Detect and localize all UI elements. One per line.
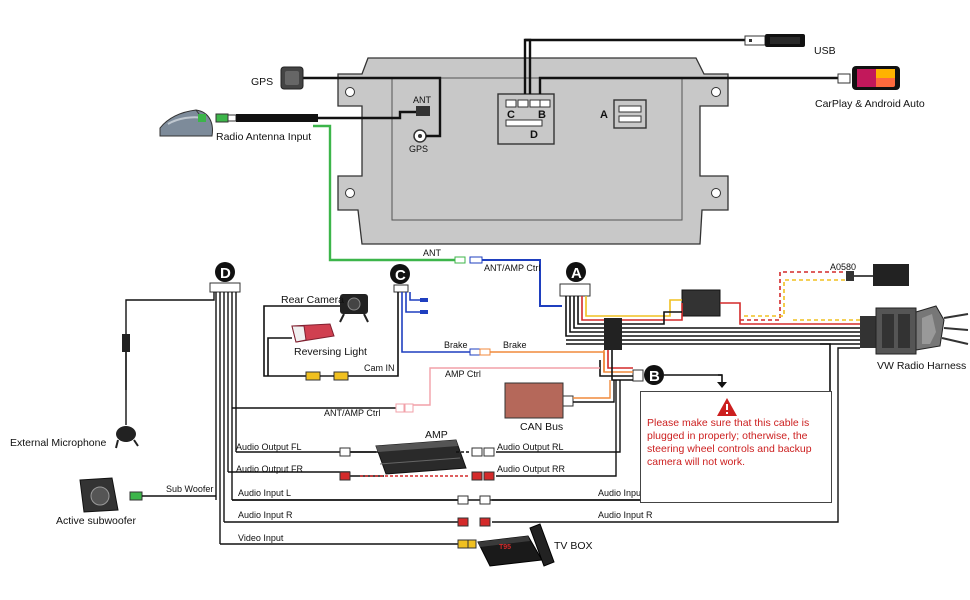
amp-unit <box>375 439 467 475</box>
warning-icon <box>717 398 737 416</box>
rr-rca-1 <box>471 471 483 481</box>
amp-ctrl-wire <box>232 367 600 409</box>
cam-in-label: Cam IN <box>364 363 395 373</box>
rl-rca-2 <box>483 447 495 457</box>
connector-a: A <box>559 262 591 297</box>
in-l-rca-1 <box>457 495 469 505</box>
external-mic-label: External Microphone <box>10 437 106 449</box>
fuse-box <box>660 289 860 325</box>
tv-box-logo: T95 <box>499 544 511 551</box>
carplay-label: CarPlay & Android Auto <box>815 98 925 110</box>
phone-icon <box>837 66 900 90</box>
tv-box-label: TV BOX <box>554 540 593 552</box>
ant-amp-ctrl-label: ANT/AMP Ctrl <box>484 263 540 273</box>
connector-d: D <box>209 262 241 293</box>
gps-module <box>280 66 304 90</box>
a0580-wires <box>740 271 860 321</box>
c-pin-1 <box>420 298 428 302</box>
reversing-light-label: Reversing Light <box>294 346 367 358</box>
splice-a <box>604 318 622 350</box>
usb-label: USB <box>814 45 836 57</box>
rear-camera-label: Rear Camera <box>281 294 344 306</box>
audio-out-fr-label: Audio Output FR <box>236 464 304 474</box>
c-pin-2 <box>420 310 428 314</box>
video-rca-2 <box>467 539 477 549</box>
amp-label: AMP <box>425 429 448 441</box>
rl-rca-1 <box>471 447 483 457</box>
audio-out-fl-label: Audio Output FL <box>236 442 302 452</box>
amp-ctrl-connector-1 <box>395 403 405 413</box>
can-bus-box <box>504 380 615 419</box>
port-c-label: C <box>507 109 515 121</box>
warning-box: Please make sure that this cable is plug… <box>640 391 832 503</box>
audio-out-rr-label: Audio Output RR <box>497 464 566 474</box>
brake-connector-2 <box>479 348 491 356</box>
video-rca-1 <box>457 539 469 549</box>
radio-antenna-label: Radio Antenna Input <box>216 131 311 143</box>
port-b-label: B <box>538 109 546 121</box>
ant-port <box>416 106 430 116</box>
cam-in-rca <box>305 371 349 381</box>
ant-port-label: ANT <box>413 95 432 105</box>
a0580-label: A0580 <box>830 262 856 272</box>
harness-a-bundle <box>565 296 860 345</box>
amp-ctrl-connector-2 <box>404 403 414 413</box>
a0580-module <box>846 264 909 286</box>
rear-camera <box>263 294 369 377</box>
in-l-rca-2 <box>479 495 491 505</box>
in-r-rca-2 <box>479 517 491 527</box>
ant-amp-ctrl-label-2: ANT/AMP Ctrl <box>324 408 380 418</box>
audio-in-l-label-2: Audio Input L <box>598 488 651 498</box>
port-d-label: D <box>530 129 538 141</box>
shark-fin-antenna <box>159 109 318 137</box>
head-unit: ANT GPS C B D A <box>337 57 729 245</box>
port-a <box>613 99 647 129</box>
audio-in-l-label-1: Audio Input L <box>238 488 291 498</box>
connector-c: C <box>390 264 410 293</box>
gps-label: GPS <box>251 76 273 88</box>
audio-in-r-label-2: Audio Input R <box>598 510 653 520</box>
connector-c-label: C <box>395 267 406 284</box>
video-input-label: Video Input <box>238 533 284 543</box>
rr-rca-2 <box>483 471 495 481</box>
reversing-light <box>267 323 335 376</box>
ant-amp-ctrl-wire <box>454 256 562 307</box>
in-r-rca-1 <box>457 517 469 527</box>
vw-harness <box>860 305 969 355</box>
connector-d-bundle <box>125 292 380 544</box>
brake-label-2: Brake <box>503 340 527 350</box>
fr-rca <box>339 471 351 481</box>
can-bus-label: CAN Bus <box>520 421 563 433</box>
brake-connector-1 <box>469 348 481 356</box>
connector-d-label: D <box>220 265 231 282</box>
warning-text: Please make sure that this cable is plug… <box>647 417 812 468</box>
top-cables <box>303 38 838 262</box>
audio-out-rl-label: Audio Output RL <box>497 442 564 452</box>
vw-harness-label: VW Radio Harness <box>877 360 966 372</box>
connector-a-label: A <box>571 265 582 282</box>
external-microphone <box>115 334 139 449</box>
gps-port-label: GPS <box>409 144 428 154</box>
usb-device <box>744 34 805 47</box>
amp-ctrl-label: AMP Ctrl <box>445 369 481 379</box>
audio-in-r-label-1: Audio Input R <box>238 510 293 520</box>
subwoofer-label: Active subwoofer <box>56 515 136 527</box>
audio-output-wires <box>350 380 621 477</box>
fl-rca <box>339 447 351 457</box>
brake-label-1: Brake <box>444 340 468 350</box>
port-a-label: A <box>600 109 608 121</box>
active-subwoofer <box>79 477 216 513</box>
connector-b: B <box>632 365 664 385</box>
tv-box: T95 <box>477 523 555 567</box>
connector-c-wires <box>340 292 605 377</box>
connector-b-label: B <box>649 368 660 385</box>
ant-wire-label: ANT <box>423 248 442 258</box>
sub-woofer-wire-label: Sub Woofer <box>166 484 213 494</box>
